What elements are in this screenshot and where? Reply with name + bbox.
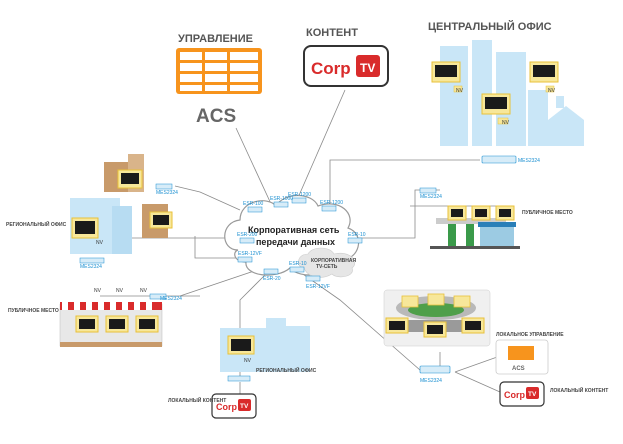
mes2324-left-office-label: MES2324 [80, 264, 102, 270]
esr10-bottom-label: ESR-10 [289, 261, 307, 267]
local-logo-tv-right: TV [528, 391, 537, 398]
link-local-content [454, 371, 501, 393]
acs-label: ACS [196, 106, 236, 127]
esr1000-label: ESR-1000 [270, 196, 293, 202]
logo-tv-text: TV [360, 61, 375, 75]
management-title: УПРАВЛЕНИЕ [178, 33, 253, 45]
local-acs-label: ACS [512, 366, 525, 372]
nv-regional-left: NV [96, 240, 104, 246]
mes2324-public-label: MES2324 [160, 296, 182, 302]
regional-office-bottom-line: РЕГИОНАЛЬНЫЙ ОФИС [256, 366, 317, 374]
central-office-screens [431, 61, 559, 125]
nv-shop-2: NV [116, 288, 124, 294]
esr1200-right-label: ESR-1200 [320, 200, 343, 206]
nv-central-2: NV [548, 88, 556, 94]
nv-shop-1: NV [94, 288, 102, 294]
network-line2: передачи данных [256, 237, 335, 247]
nv-central-1: NV [456, 88, 464, 94]
regional-office-bottom-screens [227, 335, 255, 355]
stadium-screens [385, 293, 485, 338]
network-line1: Корпоративная сеть [248, 225, 340, 235]
switch-regional-top [155, 183, 173, 190]
link-acs [235, 127, 273, 207]
public-place-right-title: ПУБЛИЧНОЕ МЕСТО [522, 210, 573, 216]
device-boxes [237, 197, 363, 282]
local-acs-icon [495, 339, 549, 375]
corp-tv-logo: Corp TV [303, 45, 389, 87]
central-office-buildings [440, 40, 584, 146]
local-corp-tv-logo-right: Corp TV [499, 381, 545, 407]
nv-shop-3: NV [140, 288, 148, 294]
mes2324-central-label: MES2324 [518, 158, 540, 164]
esr10-right-label: ESR-10 [348, 232, 366, 238]
switch-regional-bottom [227, 375, 251, 382]
tv-network-line1: КОРПОРАТИВНАЯ [311, 258, 356, 264]
esr20-label: ESR-20 [263, 276, 281, 282]
mes2324-regional-label: MES2324 [156, 190, 178, 196]
nv-central-3: NV [502, 120, 510, 126]
regional-office-bottom-buildings [220, 318, 310, 372]
regional-office-left-screens [71, 169, 173, 239]
link-content [296, 89, 346, 201]
acs-server-icon [176, 48, 262, 94]
esr100-label: ESR-100 [243, 201, 264, 207]
shop-left-screens [75, 315, 159, 333]
local-management-title: ЛОКАЛЬНОЕ УПРАВЛЕНИЕ [496, 332, 564, 338]
local-logo-tv-left: TV [240, 403, 249, 410]
esr12vf-left-label: ESR-12VF [238, 251, 262, 257]
switch-public-left [149, 293, 167, 300]
content-title: КОНТЕНТ [306, 27, 358, 39]
public-place-left-title: ПУБЛИЧНОЕ МЕСТО [8, 308, 59, 314]
switch-stadium [419, 365, 451, 374]
gas-station-screens [447, 205, 515, 221]
nv-regional-bottom: NV [244, 358, 252, 364]
link-central [329, 159, 480, 205]
link-public-left [179, 267, 264, 297]
local-content-right-line: ЛОКАЛЬНЫЙ КОНТЕНТ [550, 386, 608, 394]
link-local-mgmt [454, 355, 501, 373]
logo-corp-text: Corp [311, 59, 351, 78]
local-logo-corp-right: Corp [504, 390, 525, 400]
switch-central [481, 155, 517, 164]
tv-network-line2: TV-СЕТЬ [316, 264, 338, 270]
link-esr12vf [194, 236, 240, 259]
switch-regional-left [79, 257, 105, 264]
local-logo-corp-left: Corp [216, 402, 237, 412]
link-regional-top [174, 185, 241, 211]
tv-network-cloud [298, 247, 356, 278]
mes2324-stadium-label: MES2324 [420, 378, 442, 384]
esr1200-top-label: ESR-1200 [288, 192, 311, 198]
gas-station [430, 218, 520, 249]
switch-public-right [419, 187, 437, 194]
central-office-title: ЦЕНТРАЛЬНЫЙ ОФИС [428, 20, 552, 33]
esr12vf-bottom-label: ESR-12VF [306, 284, 330, 290]
esr200-label: ESR-200 [237, 232, 258, 238]
regional-office-left-line: РЕГИОНАЛЬНЫЙ ОФИС [6, 220, 67, 228]
local-corp-tv-logo-left: Corp TV [211, 393, 257, 419]
regional-office-left-buildings [70, 154, 168, 254]
local-content-left-line: ЛОКАЛЬНЫЙ КОНТЕНТ [168, 396, 226, 404]
mes2324-public-right-label: MES2324 [420, 194, 442, 200]
